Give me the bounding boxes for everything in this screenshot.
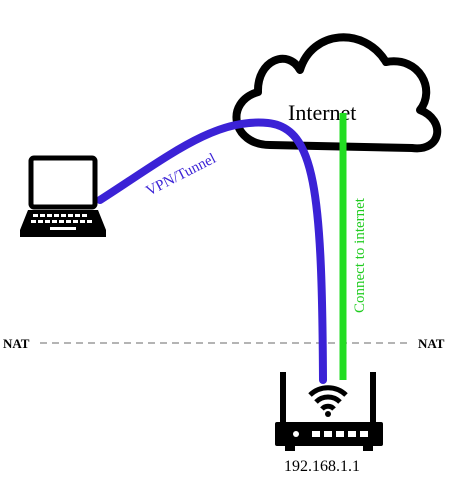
connect-to-internet-label: Connect to internet	[352, 197, 368, 313]
laptop-icon	[20, 155, 106, 237]
nat-label-left: NAT	[3, 336, 30, 351]
cloud-icon	[232, 33, 442, 153]
router-ip-label: 192.168.1.1	[284, 458, 360, 475]
nat-label-right: NAT	[418, 336, 445, 351]
vpn-tunnel-label: VPN/Tunnel	[144, 151, 219, 200]
wifi-router-icon	[275, 372, 383, 451]
vpn-tunnel-link	[96, 118, 327, 384]
